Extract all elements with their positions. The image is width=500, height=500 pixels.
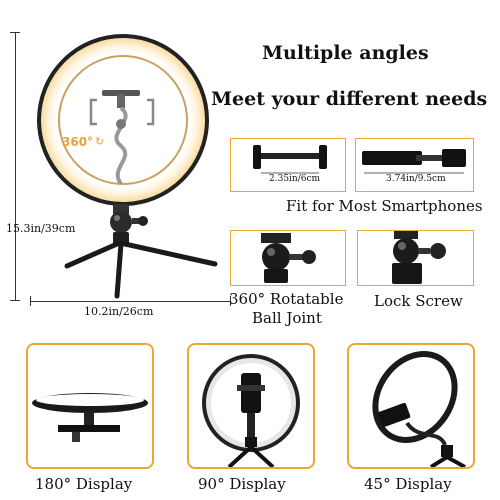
display-90-panel [187,343,315,469]
width-label: 10.2in/26cm [84,305,154,318]
ball-joint-caption-line2: Ball Joint [252,309,322,327]
lock-screw-illustration [392,231,446,284]
display-45-label: 45° Display [364,475,452,493]
fit-smartphones-caption: Fit for Most Smartphones [286,197,483,215]
height-label: 15.3in/39cm [6,222,76,235]
ring-light-stand-illustration [64,90,218,299]
clamp-small-box: 2.35in/6cm [230,138,346,192]
ball-joint-illustration [261,233,316,283]
lock-screw-box [357,230,474,286]
ball-joint-caption-line1: 360° Rotatable [229,290,344,308]
rotate-arrow-icon: ↻ [95,135,105,148]
clamp-large-illustration [362,149,466,174]
clamp-large-box: 3.74in/9.5cm [355,138,474,192]
headline-different-needs: Meet your different needs [211,88,488,110]
display-180-illustration [32,393,148,442]
clamp-small-width: 2.35in/6cm [269,174,321,184]
display-180-label: 180° Display [35,475,133,493]
display-45-illustration [372,351,466,467]
ball-joint-box [230,230,346,286]
lock-screw-caption: Lock Screw [374,292,463,310]
display-180-panel [26,343,154,469]
clamp-large-width: 3.74in/9.5cm [386,174,446,184]
clamp-small-illustration [253,145,327,174]
headline-multiple-angles: Multiple angles [262,42,429,64]
display-90-label: 90° Display [198,475,286,493]
rotate-360-label: 360° [62,135,94,149]
display-90-illustration [202,354,300,467]
display-45-panel [347,343,475,469]
